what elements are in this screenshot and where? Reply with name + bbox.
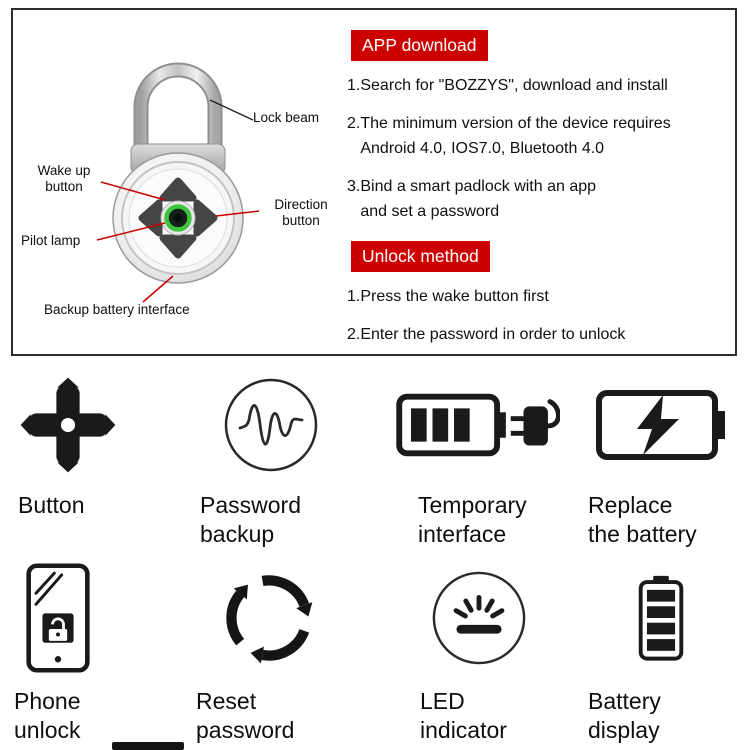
led-icon <box>414 556 544 680</box>
label-wake-up-button: Wake up button <box>37 163 91 195</box>
feature-replace-battery: Replace the battery <box>586 366 741 549</box>
feature-label-password-backup: Password backup <box>200 492 301 548</box>
label-backup-battery-interface: Backup battery interface <box>44 302 190 317</box>
unlock-method-step-2: 2.Enter the password in order to unlock <box>347 325 626 343</box>
recycle-icon <box>194 556 344 680</box>
leader-wake-up <box>100 181 166 201</box>
direction-buttons <box>138 177 218 259</box>
feature-phone-unlock: Phone unlock <box>0 556 115 745</box>
unlock-method-step-1: 1.Press the wake button first <box>347 287 549 305</box>
label-lock-beam: Lock beam <box>253 110 320 125</box>
feature-label-replace-battery: Replace the battery <box>588 492 697 548</box>
lock-beam-shackle <box>133 62 223 160</box>
feature-button: Button <box>8 366 128 520</box>
feature-led-indicator: LED indicator <box>414 556 544 745</box>
feature-password-backup: Password backup <box>196 366 346 549</box>
instructions-column: APP download 1.Search for "BOZZYS", down… <box>347 30 735 347</box>
app-download-header: APP download <box>351 30 488 61</box>
battery-plug-icon <box>392 366 562 484</box>
padlock-illustration <box>96 62 260 303</box>
label-direction-button: Direction button <box>274 197 328 229</box>
leader-backup-battery <box>142 275 174 303</box>
feature-label-led-indicator: LED indicator <box>420 688 507 744</box>
feature-label-phone-unlock: Phone unlock <box>14 688 81 744</box>
battery-lightning-icon <box>586 366 741 484</box>
label-pilot-lamp: Pilot lamp <box>21 233 81 248</box>
phone-lock-icon <box>0 556 115 680</box>
app-download-step-2: 2.The minimum version of the device requ… <box>347 114 671 158</box>
feature-label-reset-password: Reset password <box>196 688 295 744</box>
leader-direction <box>215 210 260 217</box>
dpad-icon <box>8 366 128 484</box>
leader-lock-beam <box>209 99 254 121</box>
feature-battery-display: Battery display <box>586 556 736 745</box>
password-wave-icon <box>196 366 346 484</box>
battery-level-icon <box>586 556 736 680</box>
app-download-step-3: 3.Bind a smart padlock with an app and s… <box>347 177 597 221</box>
feature-temporary-interface: Temporary interface <box>392 366 562 549</box>
feature-label-button: Button <box>18 492 85 518</box>
leader-pilot-lamp <box>96 222 166 241</box>
feature-reset-password: Reset password <box>194 556 344 745</box>
instructions-panel: Lock beam Wake up button Direction butto… <box>11 8 737 356</box>
feature-label-battery-display: Battery display <box>588 688 661 744</box>
app-download-step-1: 1.Search for "BOZZYS", download and inst… <box>347 77 668 94</box>
watermark <box>112 742 184 750</box>
feature-label-temporary-interface: Temporary interface <box>418 492 527 548</box>
unlock-method-header: Unlock method <box>351 240 490 272</box>
